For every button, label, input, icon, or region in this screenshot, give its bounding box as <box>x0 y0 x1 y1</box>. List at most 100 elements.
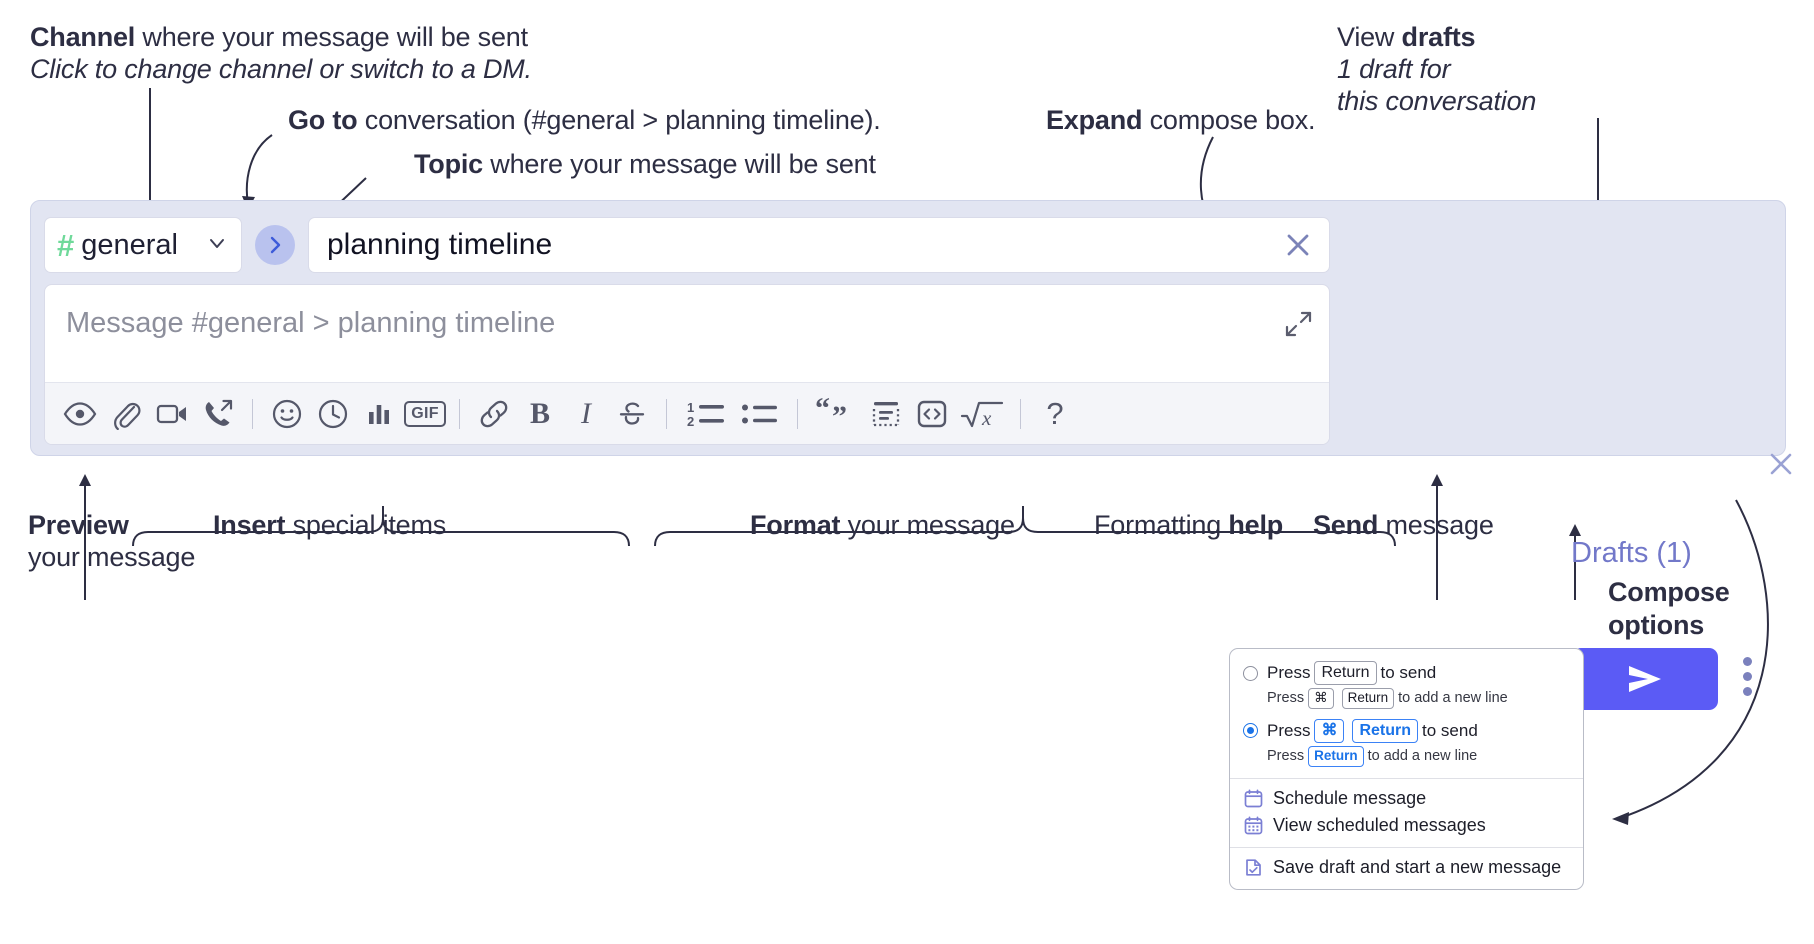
paperclip-icon[interactable] <box>103 391 149 437</box>
annotation-help-pre: Formatting <box>1094 510 1229 540</box>
kbd-return-4: Return <box>1308 745 1364 767</box>
svg-text:1: 1 <box>687 400 694 415</box>
blockquote-icon[interactable]: “” <box>809 391 863 437</box>
annotation-expand-bold: Expand <box>1046 105 1143 135</box>
annotation-send: Send message <box>1313 510 1494 542</box>
topic-field[interactable]: planning timeline <box>308 217 1330 273</box>
annotation-preview: Preview your message <box>28 510 195 574</box>
option1-pre: Press <box>1267 663 1311 682</box>
annotation-format: Format your message <box>750 510 1015 542</box>
annotation-send-rest: message <box>1378 510 1494 540</box>
clear-topic-icon[interactable] <box>1271 228 1315 262</box>
kbd-command: ⌘ <box>1308 688 1334 709</box>
compose-panel: Drafts (1) # general planning <box>30 200 1792 710</box>
annotation-topic: Topic where your message will be sent <box>414 149 876 181</box>
inline-code-icon[interactable] <box>909 391 955 437</box>
radio-return[interactable] <box>1243 665 1258 681</box>
strikethrough-icon[interactable] <box>609 391 655 437</box>
chevron-down-icon <box>205 231 229 260</box>
annotation-goto-rest: conversation (#general > planning timeli… <box>357 105 881 135</box>
kbd-return-2: Return <box>1341 688 1395 709</box>
menu-item-view-scheduled[interactable]: View scheduled messages <box>1230 812 1583 839</box>
calendar-icon <box>1244 789 1263 808</box>
annotation-goto: Go to conversation (#general > planning … <box>288 105 881 137</box>
send-option-return[interactable]: Press Return to send <box>1230 658 1583 686</box>
toolbar-divider <box>1020 398 1021 429</box>
code-block-icon[interactable] <box>863 391 909 437</box>
menu-item-label: View scheduled messages <box>1273 814 1486 835</box>
compose-options-dropdown: Press Return to send Press ⌘ Return to a… <box>1229 648 1584 890</box>
message-input[interactable]: Message #general > planning timeline <box>45 285 1329 382</box>
annotation-drafts-sub1: 1 draft for <box>1337 53 1451 84</box>
kbd-command-2: ⌘ <box>1314 718 1345 743</box>
annotation-expand-rest: compose box. <box>1142 105 1316 135</box>
svg-text:x: x <box>981 406 992 430</box>
annotation-formatting-help: Formatting help <box>1094 510 1283 542</box>
annotation-send-bold: Send <box>1313 510 1379 540</box>
annotation-drafts-sub2: this conversation <box>1337 85 1537 116</box>
menu-item-schedule-message[interactable]: Schedule message <box>1230 785 1583 812</box>
compose-options-menu-button[interactable] <box>1743 657 1752 696</box>
annotation-preview-bold: Preview <box>28 510 129 540</box>
gif-icon[interactable]: GIF <box>402 391 448 437</box>
toolbar-divider <box>459 398 460 429</box>
chevron-right-icon <box>270 236 281 254</box>
option2-sub-post: to add a new line <box>1367 748 1478 765</box>
annotation-topic-rest: where your message will be sent <box>483 149 876 179</box>
close-icon[interactable] <box>1766 449 1796 484</box>
toolbar-divider <box>797 398 798 429</box>
annotation-format-rest: your message <box>840 510 1015 540</box>
menu-item-label: Schedule message <box>1273 787 1427 808</box>
kbd-return: Return <box>1314 661 1377 685</box>
goto-conversation-button[interactable] <box>255 225 295 265</box>
menu-item-label: Save draft and start a new message <box>1273 856 1562 877</box>
annotation-channel: Channel where your message will be sent … <box>30 22 532 86</box>
gif-label: GIF <box>404 400 446 427</box>
link-icon[interactable] <box>471 391 517 437</box>
annotation-channel-sub: Click to change channel or switch to a D… <box>30 53 532 84</box>
annotation-help-bold: help <box>1228 510 1284 540</box>
channel-topic-row: # general planning timeline <box>44 217 1330 273</box>
annotation-compose-bold1: Compose <box>1608 577 1730 607</box>
topic-value: planning timeline <box>327 228 553 261</box>
calendar-grid-icon <box>1244 816 1263 835</box>
eye-icon[interactable] <box>57 391 103 437</box>
annotation-topic-bold: Topic <box>414 149 483 179</box>
send-option-cmd-return[interactable]: Press ⌘ Return to send <box>1230 716 1583 744</box>
video-camera-icon[interactable] <box>149 391 195 437</box>
annotation-expand: Expand compose box. <box>1046 105 1316 137</box>
radio-cmd-return[interactable] <box>1243 723 1258 739</box>
bullet-list-icon[interactable] <box>734 391 786 437</box>
drafts-link[interactable]: Drafts (1) <box>1571 537 1692 569</box>
expand-compose-icon[interactable] <box>1283 309 1313 339</box>
phone-forward-icon[interactable] <box>195 391 241 437</box>
option2-sub-pre: Press <box>1267 748 1305 765</box>
bold-icon[interactable]: B <box>529 396 550 430</box>
math-icon[interactable]: x <box>955 391 1009 437</box>
option1-post: to send <box>1380 663 1437 682</box>
annotation-channel-bold: Channel <box>30 22 136 52</box>
annotation-drafts: View drafts 1 draft for this conversatio… <box>1337 22 1536 118</box>
channel-selector[interactable]: # general <box>44 217 242 273</box>
help-icon[interactable]: ? <box>1046 395 1064 431</box>
send-option-cmd-return-hint: Press Return to add a new line <box>1230 744 1583 770</box>
annotation-drafts-bold: drafts <box>1401 22 1476 52</box>
option2-post: to send <box>1422 720 1478 740</box>
emoji-icon[interactable] <box>264 391 310 437</box>
clock-icon[interactable] <box>310 391 356 437</box>
annotation-insert-rest: special items <box>285 510 447 540</box>
send-option-return-hint: Press ⌘ Return to add a new line <box>1230 686 1583 712</box>
annotation-insert: Insert special items <box>213 510 446 542</box>
send-button[interactable] <box>1572 648 1718 710</box>
message-placeholder: Message #general > planning timeline <box>66 307 556 339</box>
menu-item-save-draft[interactable]: Save draft and start a new message <box>1230 854 1583 885</box>
annotation-drafts-pre: View <box>1337 22 1402 52</box>
italic-icon[interactable]: I <box>581 396 591 430</box>
annotation-preview-sub: your message <box>28 541 196 572</box>
bar-chart-icon[interactable] <box>356 391 402 437</box>
annotation-goto-bold: Go to <box>288 105 358 135</box>
option2-pre: Press <box>1267 720 1311 740</box>
kbd-return-3: Return <box>1352 718 1419 743</box>
